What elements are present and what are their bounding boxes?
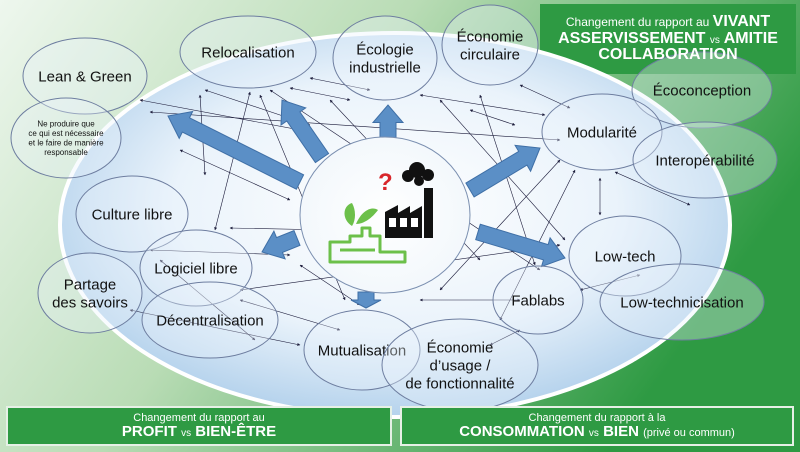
- bottom-left-bien-etre: BIEN-ÊTRE: [195, 422, 277, 440]
- node-label: Culture libre: [92, 206, 173, 223]
- node-ellipse: [179, 15, 317, 89]
- node-fablabs: Fablabs: [492, 265, 584, 335]
- node-label: Low-tech: [595, 248, 656, 265]
- black-factory-icon: [385, 162, 434, 238]
- node-ellipse: [332, 15, 438, 101]
- bottom-left-line1: Changement du rapport au: [133, 411, 265, 424]
- bottom-left-box: Changement du rapport au PROFIT vs BIEN-…: [6, 406, 392, 446]
- node-low-tech: Low-tech: [568, 215, 682, 297]
- big-arrow: [280, 99, 330, 164]
- top-right-panel: [540, 4, 796, 74]
- node-ellipse: [37, 252, 143, 334]
- bottom-right-box: Changement du rapport à la CONSOMMATION …: [400, 406, 794, 446]
- node-ellipse: [599, 263, 765, 341]
- node-culture-libre: Culture libre: [75, 175, 189, 253]
- bottom-right-note: (privé ou commun): [643, 426, 735, 439]
- node-ellipse: [75, 175, 189, 253]
- connector-line: [299, 264, 361, 306]
- connector-line: [469, 109, 516, 126]
- bottom-right-bien: BIEN: [603, 422, 639, 440]
- node-label: d’usage /: [430, 357, 492, 374]
- node-label: de fonctionnalité: [405, 375, 514, 392]
- node-label: Décentralisation: [156, 312, 264, 329]
- bottom-left-profit: PROFIT: [121, 422, 177, 440]
- big-arrow: [465, 144, 541, 198]
- node-decentralisation: Décentralisation: [141, 281, 279, 359]
- bottom-left-line2: PROFIT vs BIEN-ÊTRE: [121, 422, 277, 441]
- node-ellipse: [303, 309, 421, 391]
- node-label: Ne produire que: [37, 119, 95, 128]
- top-panel-line1: Changement du rapport au VIVANT: [565, 12, 771, 31]
- node-label: Écoconception: [653, 82, 751, 99]
- node-interoperabilite: Interopérabilité: [632, 121, 778, 199]
- bottom-left-vs: vs: [181, 427, 192, 439]
- big-arrows: [167, 99, 566, 309]
- node-label: Écologie: [356, 41, 414, 58]
- top-panel-collaboration: COLLABORATION: [598, 46, 738, 64]
- top-panel-prefix: Changement du rapport au: [565, 14, 710, 29]
- big-arrow: [261, 229, 301, 260]
- top-panel-vivant: VIVANT: [712, 12, 771, 30]
- node-ellipse: [141, 281, 279, 359]
- node-ellipse: [568, 215, 682, 297]
- node-label: circulaire: [460, 46, 520, 63]
- node-label: des savoirs: [52, 294, 128, 311]
- connector-line: [159, 259, 256, 341]
- top-panel-amitie: AMITIE: [723, 29, 778, 47]
- node-ellipse: [492, 265, 584, 335]
- node-modularite: Modularité: [541, 93, 663, 171]
- node-label: Fablabs: [511, 292, 564, 309]
- node-label: ce qui est nécessaire: [28, 129, 104, 138]
- node-label: Économie: [427, 339, 494, 356]
- node-label: Interopérabilité: [655, 152, 754, 169]
- node-ecoconception: Écoconception: [631, 51, 773, 129]
- node-ellipse: [541, 93, 663, 171]
- node-ellipse: [10, 97, 122, 179]
- node-ellipse: [631, 51, 773, 129]
- node-label: Lean & Green: [38, 68, 131, 85]
- svg-text:?: ?: [378, 169, 393, 196]
- big-arrow: [475, 223, 566, 268]
- question-mark: ?: [378, 169, 393, 196]
- node-ellipse: [441, 4, 539, 86]
- big-arrow: [167, 110, 305, 190]
- node-ellipse: [139, 229, 253, 307]
- node-ellipse: [632, 121, 778, 199]
- node-ellipse: [22, 37, 148, 115]
- node-label: Modularité: [567, 124, 637, 141]
- node-label: Partage: [64, 276, 117, 293]
- node-label: Relocalisation: [201, 44, 294, 61]
- node-relocalisation: Relocalisation: [179, 15, 317, 89]
- big-arrow: [350, 291, 382, 309]
- node-label: responsable: [44, 148, 88, 157]
- top-panel-vs: vs: [709, 34, 720, 46]
- node-lean: Lean & Green: [22, 37, 148, 115]
- bottom-right-consommation: CONSOMMATION: [459, 422, 585, 440]
- connector-line: [309, 77, 371, 91]
- node-logiciel-libre: Logiciel libre: [139, 229, 253, 307]
- green-factory-icon: [328, 203, 407, 264]
- top-panel: Changement du rapport au VIVANT ASSERVIS…: [540, 4, 796, 74]
- bottom-right-line1: Changement du rapport à la: [528, 411, 666, 424]
- top-panel-line2: ASSERVISSEMENT vs AMITIE: [558, 29, 778, 48]
- bottom-right-vs: vs: [588, 427, 599, 439]
- node-label: Logiciel libre: [154, 260, 237, 277]
- connector-line: [214, 91, 251, 231]
- node-label: Low-technicisation: [620, 294, 743, 311]
- node-low-technicisation: Low-technicisation: [599, 263, 765, 341]
- node-label: industrielle: [349, 59, 421, 76]
- node-label: et le faire de manière: [28, 139, 104, 148]
- top-panel-asservissement: ASSERVISSEMENT: [558, 29, 706, 47]
- bottom-right-line2: CONSOMMATION vs BIEN (privé ou commun): [459, 422, 735, 441]
- connector-line: [614, 171, 691, 206]
- node-label: Économie: [457, 28, 524, 45]
